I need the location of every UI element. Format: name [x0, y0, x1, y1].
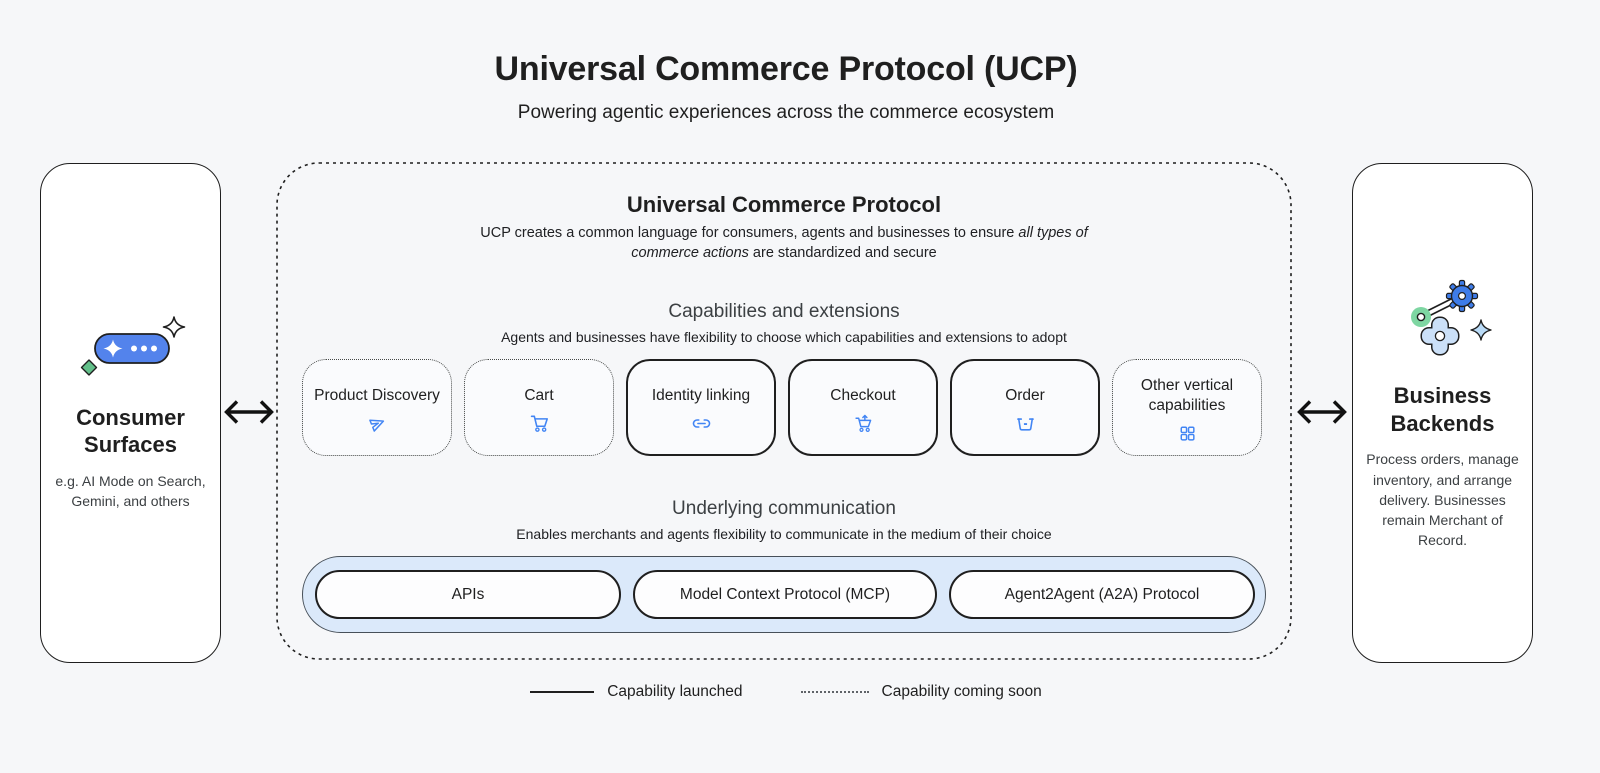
send-icon: [368, 414, 387, 433]
mcp-pill: Model Context Protocol (MCP): [633, 570, 937, 619]
capabilities-heading: Capabilities and extensions: [668, 301, 900, 322]
gears-settings-icon: [1391, 275, 1495, 362]
ucp-panel-description: UCP creates a common language for consum…: [457, 223, 1112, 263]
consumer-surfaces-description: e.g. AI Mode on Search, Gemini, and othe…: [55, 472, 206, 509]
ucp-protocol-panel: Universal Commerce Protocol UCP creates …: [276, 162, 1292, 660]
consumer-surfaces-box: Consumer Surfaces e.g. AI Mode on Search…: [40, 163, 221, 663]
solid-line-swatch: [530, 691, 595, 693]
legend-launched-label: Capability launched: [607, 683, 743, 700]
right-double-arrow-icon: [1294, 396, 1350, 428]
capabilities-subheading: Agents and businesses have flexibility t…: [501, 329, 1067, 345]
dotted-line-swatch: [800, 691, 869, 693]
communication-heading: Underlying communication: [672, 498, 896, 519]
grid-icon: [1178, 424, 1197, 443]
apis-pill: APIs: [315, 570, 621, 619]
consumer-surfaces-title: Consumer Surfaces: [76, 404, 185, 458]
legend-coming-soon-label: Capability coming soon: [881, 683, 1042, 700]
ucp-desc-italic: all types of commerce actions: [631, 225, 1088, 261]
capability-checkout: Checkout: [788, 359, 938, 456]
capability-order: Order: [950, 359, 1100, 456]
legend-launched: Capability launched: [530, 683, 743, 701]
business-backends-title: Business Backends: [1390, 383, 1495, 436]
capability-product-discovery: Product Discovery: [302, 359, 452, 456]
capability-other-vertical: Other vertical capabilities: [1112, 359, 1262, 456]
page-title: Universal Commerce Protocol (UCP): [494, 50, 1078, 88]
ucp-panel-title: Universal Commerce Protocol: [626, 192, 942, 217]
page-subtitle: Powering agentic experiences across the …: [517, 102, 1055, 123]
a2a-pill: Agent2Agent (A2A) Protocol: [949, 570, 1255, 619]
ai-pill-sparkle-icon: [75, 315, 187, 384]
cart-icon: [530, 414, 549, 433]
ucp-desc-pre: UCP creates a common language for consum…: [480, 225, 1019, 241]
communication-subheading: Enables merchants and agents flexibility…: [516, 526, 1052, 542]
legend: Capability launched Capability coming so…: [0, 683, 1572, 701]
communication-panel: APIs Model Context Protocol (MCP) Agent2…: [302, 556, 1266, 633]
capability-identity-linking: Identity linking: [626, 359, 776, 456]
capabilities-row: Product Discovery Cart Identity linking …: [302, 359, 1266, 456]
left-double-arrow-icon: [221, 396, 277, 428]
cart-checkout-icon: [854, 414, 873, 433]
business-backends-description: Process orders, manage inventory, and ar…: [1366, 451, 1519, 549]
link-icon: [692, 414, 711, 433]
business-backends-box: Business Backends Process orders, manage…: [1352, 163, 1533, 663]
dashed-border: [276, 162, 1292, 660]
legend-coming-soon: Capability coming soon: [800, 683, 1042, 701]
capability-cart: Cart: [464, 359, 614, 456]
ucp-desc-post: are standardized and secure: [748, 245, 937, 261]
order-box-icon: [1016, 414, 1035, 433]
